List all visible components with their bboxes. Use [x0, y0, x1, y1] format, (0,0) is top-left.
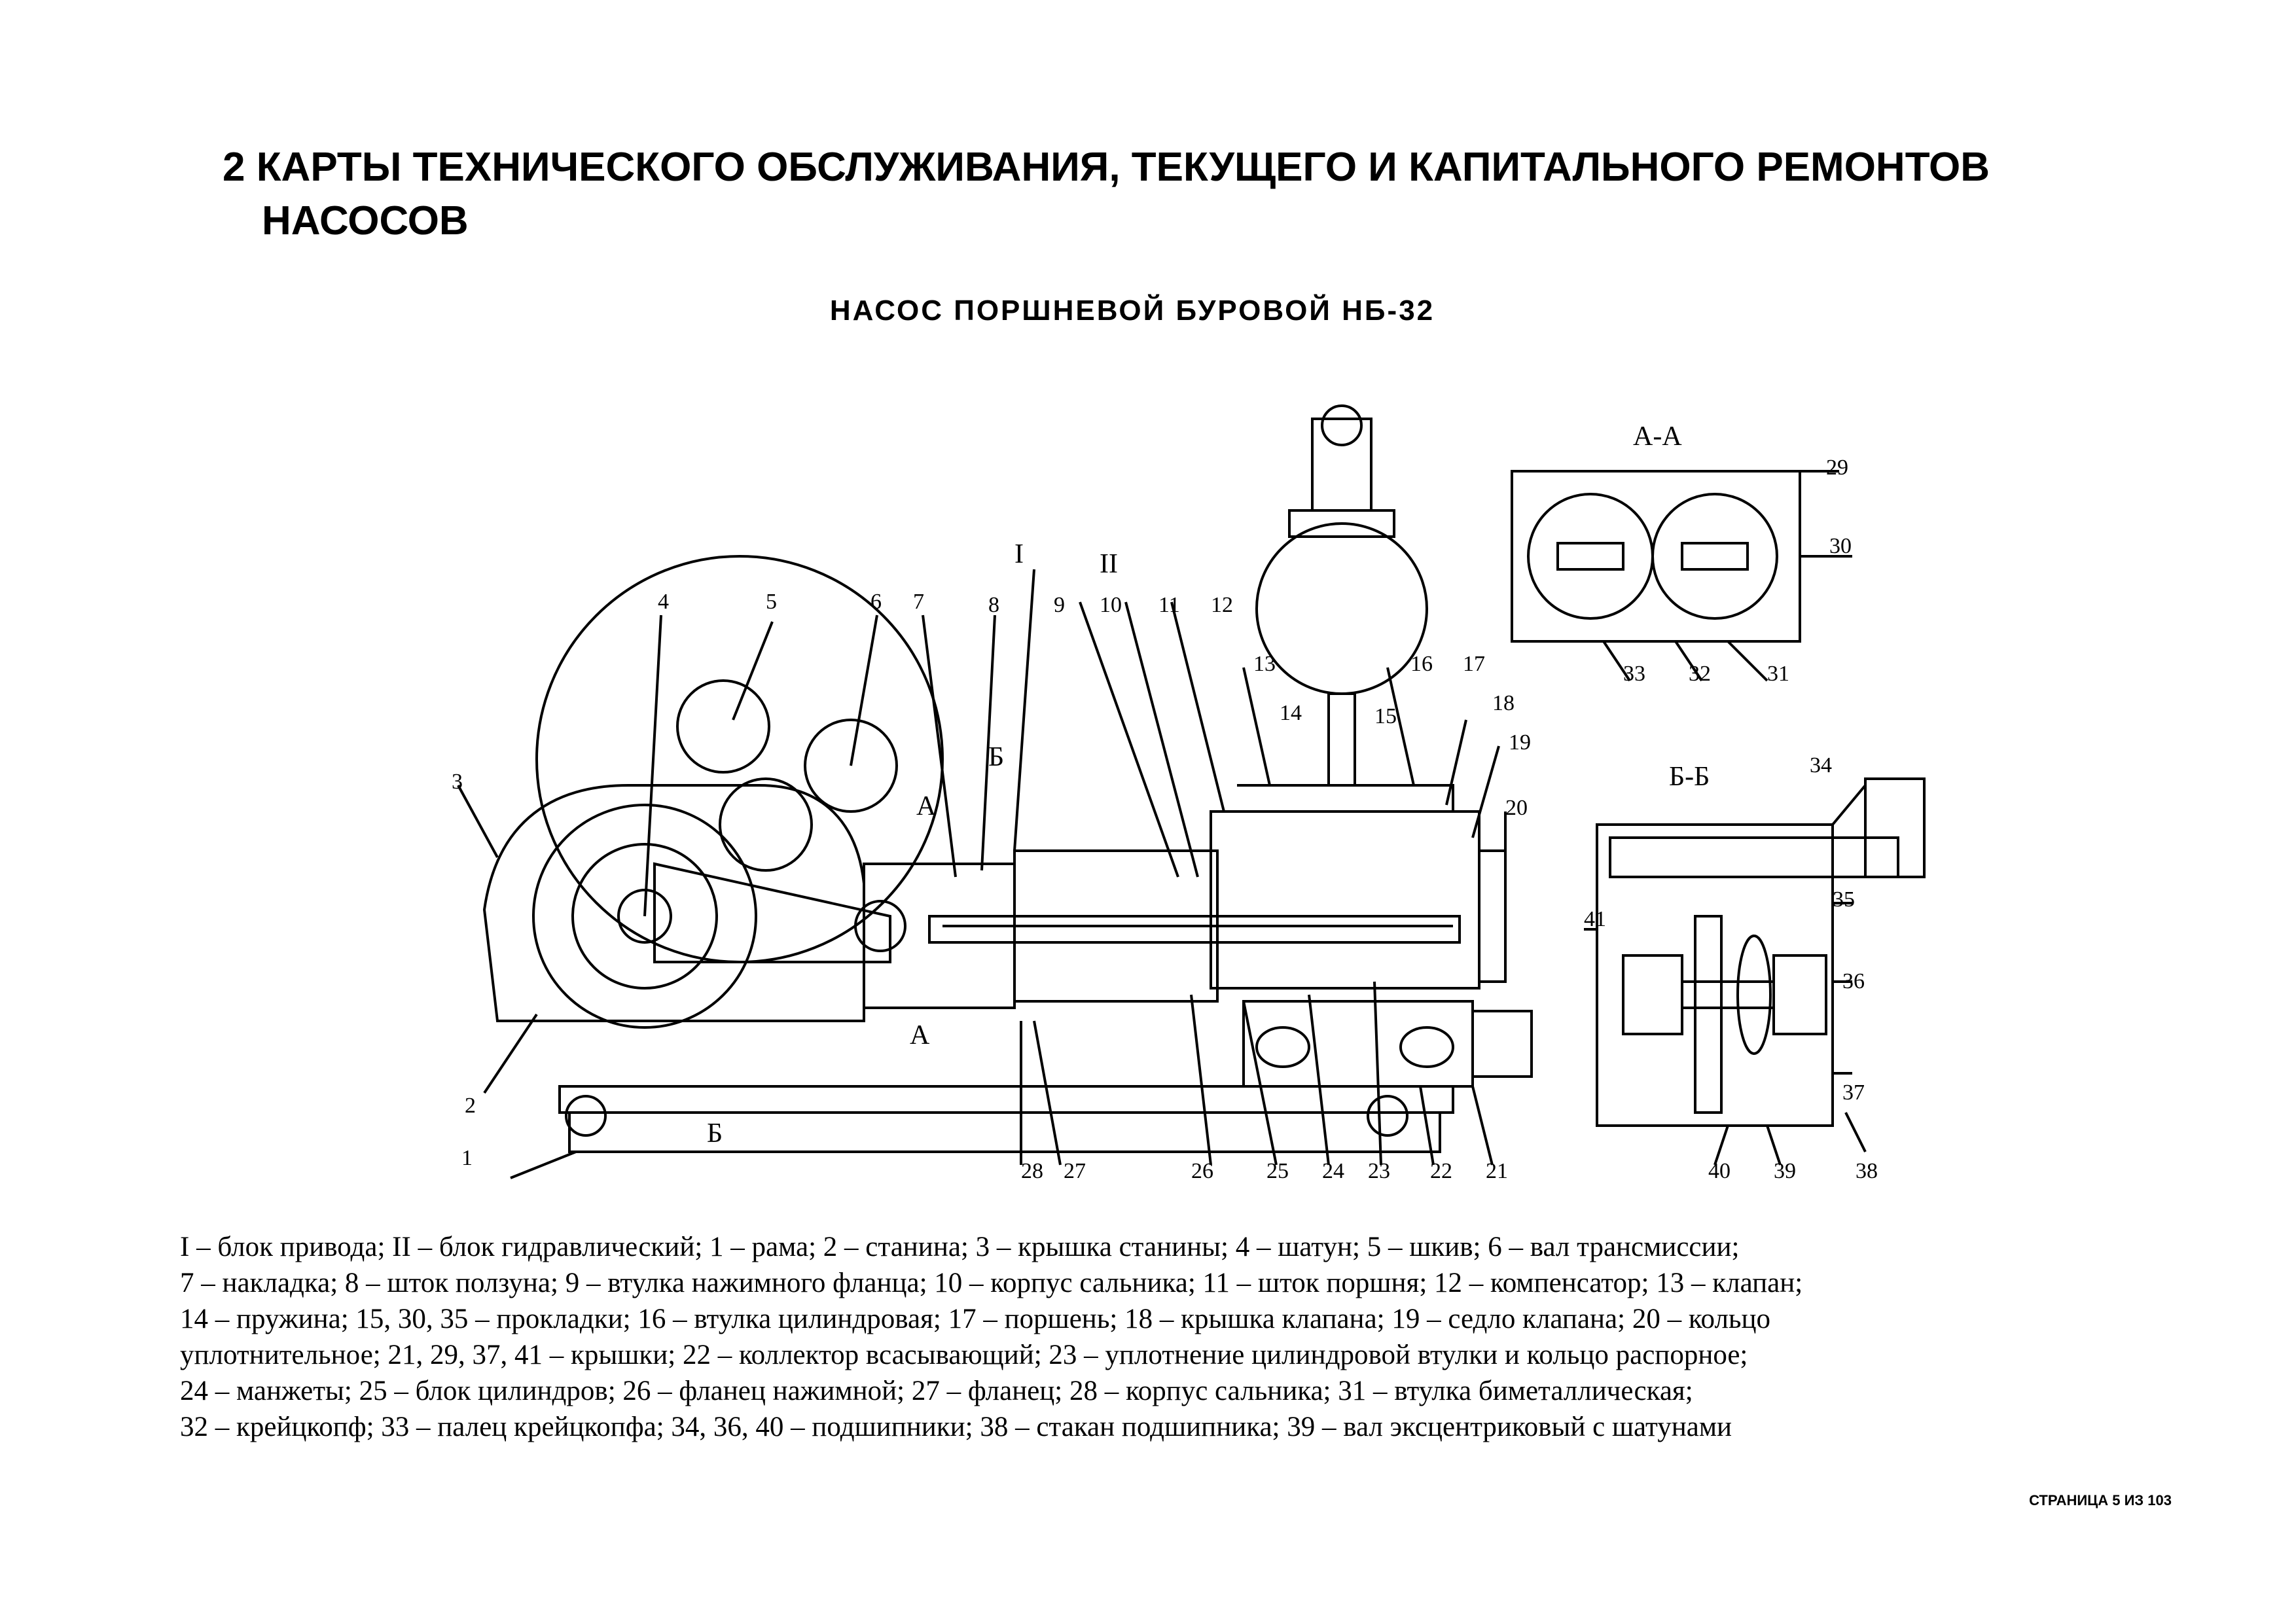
callout-1: 1: [461, 1146, 473, 1170]
callout-19: 19: [1509, 730, 1531, 755]
callout-22: 22: [1430, 1159, 1452, 1183]
callout-40: 40: [1708, 1159, 1731, 1183]
section-bb-view: [1584, 777, 1926, 1166]
drawing-title: НАСОС ПОРШНЕВОЙ БУРОВОЙ НБ-32: [829, 294, 1435, 327]
callout-36: 36: [1842, 969, 1865, 993]
section-bb-label: Б-Б: [1669, 762, 1710, 792]
callout-13: 13: [1253, 652, 1276, 676]
legend-line: 32 – крейцкопф; 33 – палец крейцкопфа; 3…: [180, 1412, 1732, 1442]
callout-35: 35: [1833, 887, 1855, 912]
legend-line: 24 – манжеты; 25 – блок цилиндров; 26 – …: [180, 1376, 1693, 1406]
section-heading: 2 КАРТЫ ТЕХНИЧЕСКОГО ОБСЛУЖИВАНИЯ, ТЕКУЩ…: [223, 141, 2186, 248]
callout-16: 16: [1410, 652, 1433, 676]
callout-8: 8: [988, 593, 999, 617]
callout-34: 34: [1810, 753, 1832, 777]
legend-line: I – блок привода; II – блок гидравлическ…: [180, 1232, 1740, 1262]
cut-a-upper: А: [916, 791, 937, 821]
callout-numbers: 1 2 3 4 5 6 7 8 9 10 11 12 13 14 15 16 1…: [452, 455, 1878, 1183]
cut-b-upper: Б: [988, 742, 1004, 772]
callout-24: 24: [1322, 1159, 1344, 1183]
callout-14: 14: [1280, 701, 1302, 725]
legend-line: 7 – накладка; 8 – шток ползуна; 9 – втул…: [180, 1268, 1803, 1298]
callout-31: 31: [1767, 662, 1789, 686]
callout-30: 30: [1829, 534, 1852, 558]
heading-line-2: НАСОСОВ: [262, 198, 469, 243]
callout-17: 17: [1463, 652, 1485, 676]
callout-3: 3: [452, 770, 463, 794]
legend-line: уплотнительное; 21, 29, 37, 41 – крышки;…: [180, 1340, 1748, 1370]
parts-legend: I – блок привода; II – блок гидравлическ…: [180, 1229, 2144, 1445]
callout-9: 9: [1054, 593, 1065, 617]
cut-a-lower: А: [910, 1020, 930, 1050]
block-label-2: II: [1100, 549, 1118, 579]
callout-5: 5: [766, 590, 777, 614]
callout-33: 33: [1623, 662, 1645, 686]
heading-line-1: 2 КАРТЫ ТЕХНИЧЕСКОГО ОБСЛУЖИВАНИЯ, ТЕКУЩ…: [223, 145, 1990, 190]
callout-20: 20: [1505, 796, 1528, 820]
main-view: [457, 404, 1533, 1179]
page-number: СТРАНИЦА 5 ИЗ 103: [2029, 1492, 2172, 1508]
callout-23: 23: [1368, 1159, 1390, 1183]
section-labels: А-А Б-Б А А Б Б I II: [707, 421, 1710, 1149]
callout-4: 4: [658, 590, 669, 614]
callout-6: 6: [870, 590, 882, 614]
callout-25: 25: [1266, 1159, 1289, 1183]
callout-12: 12: [1211, 593, 1233, 617]
callout-28: 28: [1021, 1159, 1043, 1183]
cut-b-lower: Б: [707, 1118, 723, 1149]
callout-29: 29: [1826, 455, 1848, 480]
section-aa-label: А-А: [1633, 421, 1682, 452]
block-label-1: I: [1014, 539, 1024, 569]
callout-27: 27: [1064, 1159, 1086, 1183]
callout-2: 2: [465, 1094, 476, 1118]
callout-21: 21: [1486, 1159, 1508, 1183]
callout-11: 11: [1158, 593, 1180, 617]
callout-32: 32: [1689, 662, 1711, 686]
callout-7: 7: [913, 590, 924, 614]
section-aa-view: [1511, 470, 1852, 682]
callout-18: 18: [1492, 691, 1515, 715]
callout-38: 38: [1856, 1159, 1878, 1183]
callout-41: 41: [1584, 907, 1606, 931]
callout-10: 10: [1100, 593, 1122, 617]
callout-39: 39: [1774, 1159, 1796, 1183]
legend-line: 14 – пружина; 15, 30, 35 – прокладки; 16…: [180, 1304, 1771, 1334]
callout-37: 37: [1842, 1080, 1865, 1105]
callout-15: 15: [1374, 704, 1397, 728]
callout-26: 26: [1191, 1159, 1213, 1183]
